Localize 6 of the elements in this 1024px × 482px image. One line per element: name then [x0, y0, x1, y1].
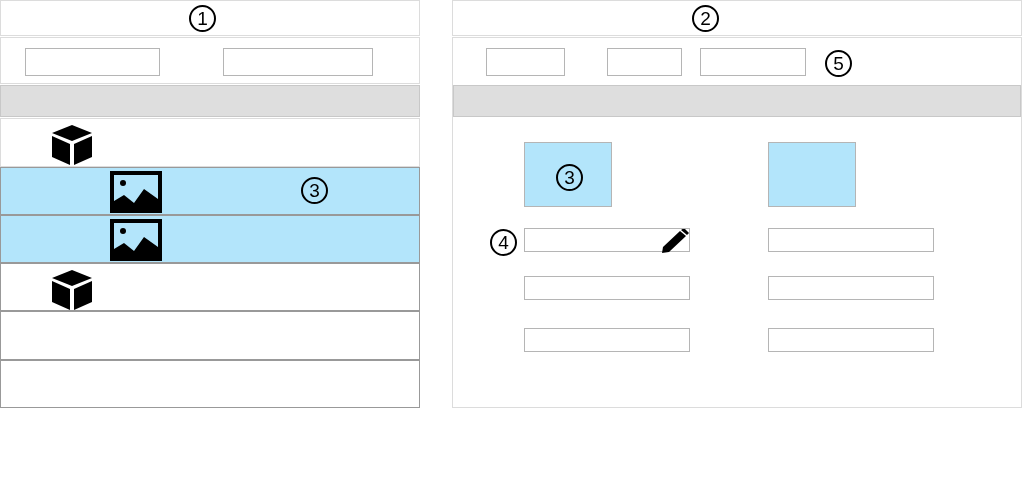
callout-number: 5: [825, 50, 852, 77]
callout-number: 2: [692, 5, 719, 32]
callout-number: 3: [301, 177, 328, 204]
callout-number: 3: [556, 164, 583, 191]
callout-number: 1: [189, 5, 216, 32]
callout-number: 4: [490, 229, 517, 256]
